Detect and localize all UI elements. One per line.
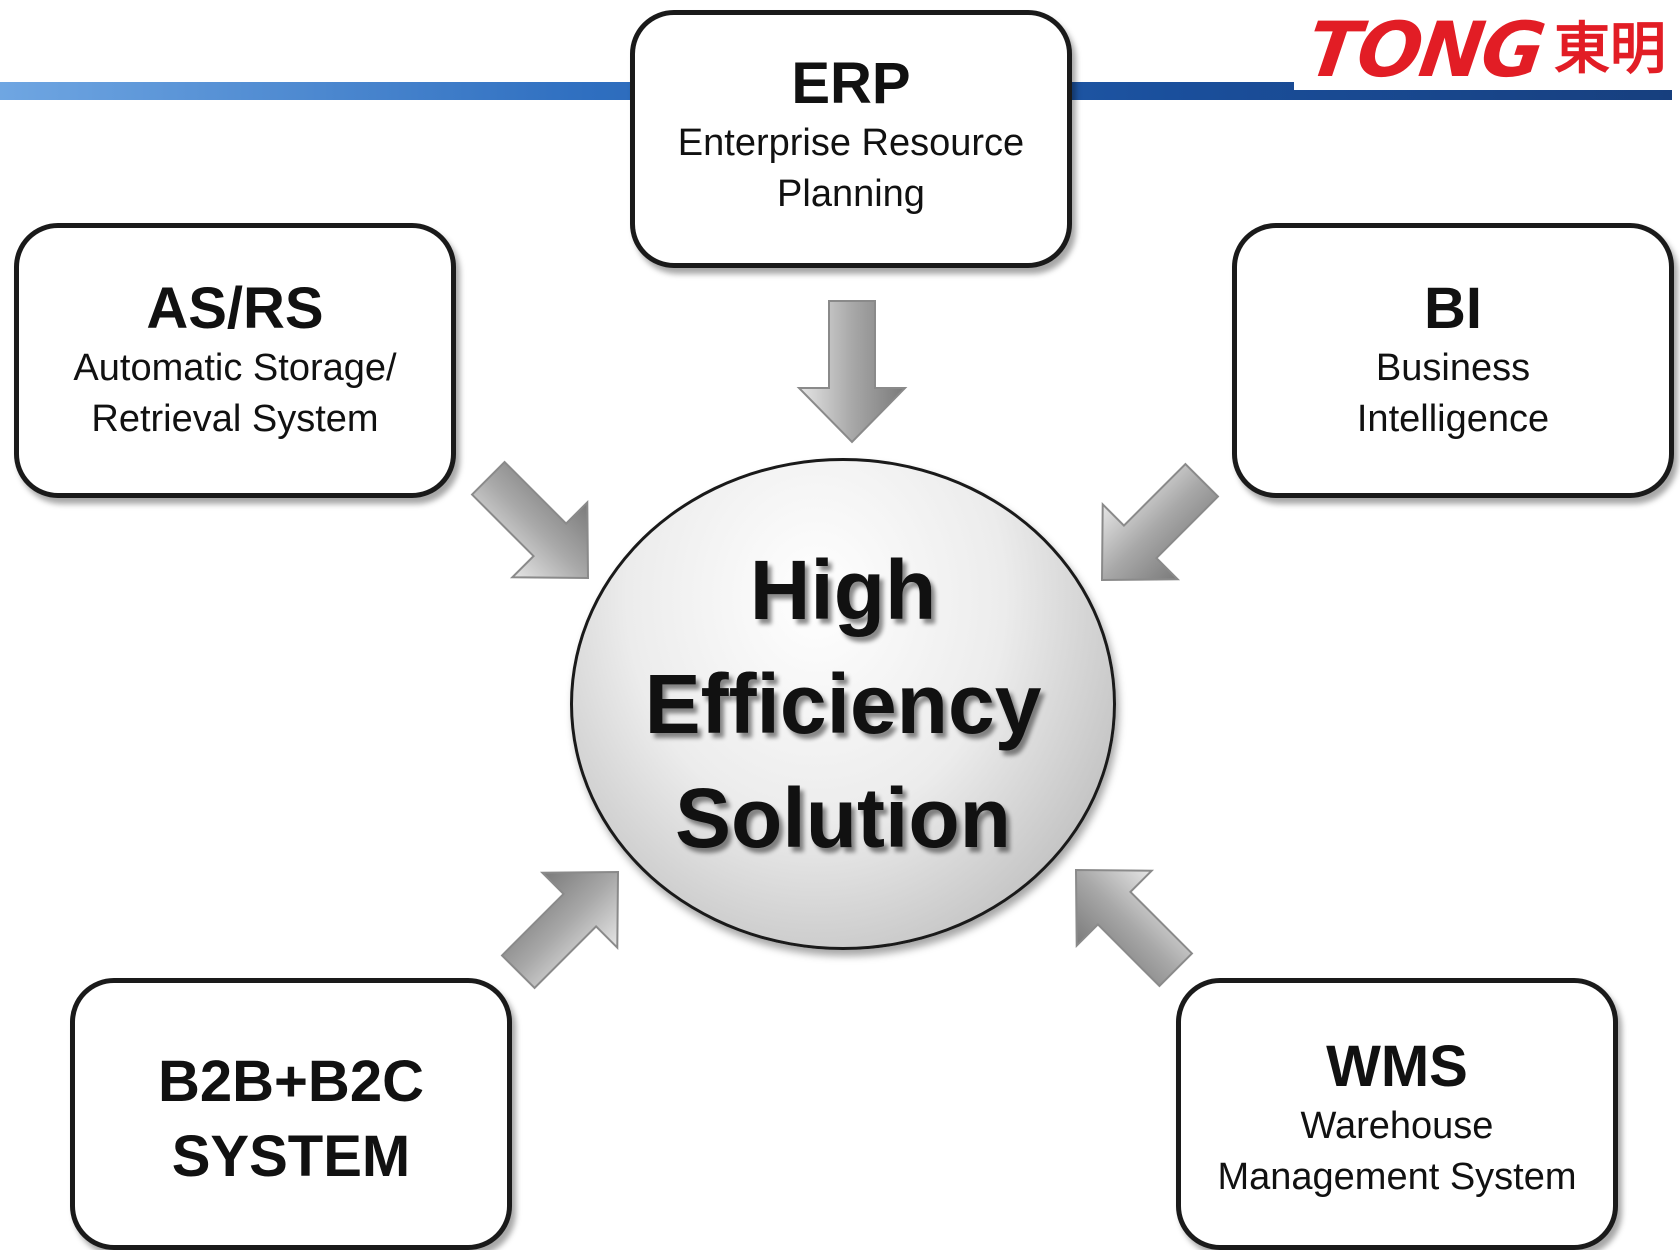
bi-title: BI	[1424, 275, 1482, 341]
center-hub: High Efficiency Solution	[570, 458, 1116, 950]
arrow-from-bi	[1100, 462, 1220, 582]
erp-title: ERP	[791, 51, 911, 117]
wms-title: WMS	[1326, 1034, 1468, 1100]
node-bi: BI Business Intelligence	[1232, 223, 1674, 498]
company-logo: TONG 東明	[1293, 5, 1672, 94]
arrow-from-asrs	[470, 460, 590, 580]
node-asrs: AS/RS Automatic Storage/ Retrieval Syste…	[14, 223, 456, 498]
asrs-title: AS/RS	[146, 275, 324, 341]
b2b-title-line2: SYSTEM	[171, 1124, 411, 1189]
logo-cjk-text: 東明	[1554, 17, 1666, 82]
node-b2b-b2c: B2B+B2C SYSTEM	[70, 978, 512, 1250]
asrs-description: Automatic Storage/ Retrieval System	[73, 346, 397, 440]
node-erp: ERP Enterprise Resource Planning	[630, 10, 1072, 268]
center-line-2: Efficiency	[644, 656, 1042, 751]
arrow-from-b2b	[500, 870, 620, 990]
node-wms: WMS Warehouse Management System	[1176, 978, 1618, 1250]
center-line-1: High	[749, 542, 937, 637]
wms-description: Warehouse Management System	[1217, 1105, 1577, 1199]
b2b-title-line1: B2B+B2C	[158, 1048, 424, 1114]
center-line-3: Solution	[675, 771, 1011, 866]
arrow-from-erp	[796, 300, 908, 444]
bi-description: Business Intelligence	[1356, 346, 1550, 440]
erp-description: Enterprise Resource Planning	[677, 122, 1025, 216]
arrow-from-wms	[1074, 868, 1194, 988]
